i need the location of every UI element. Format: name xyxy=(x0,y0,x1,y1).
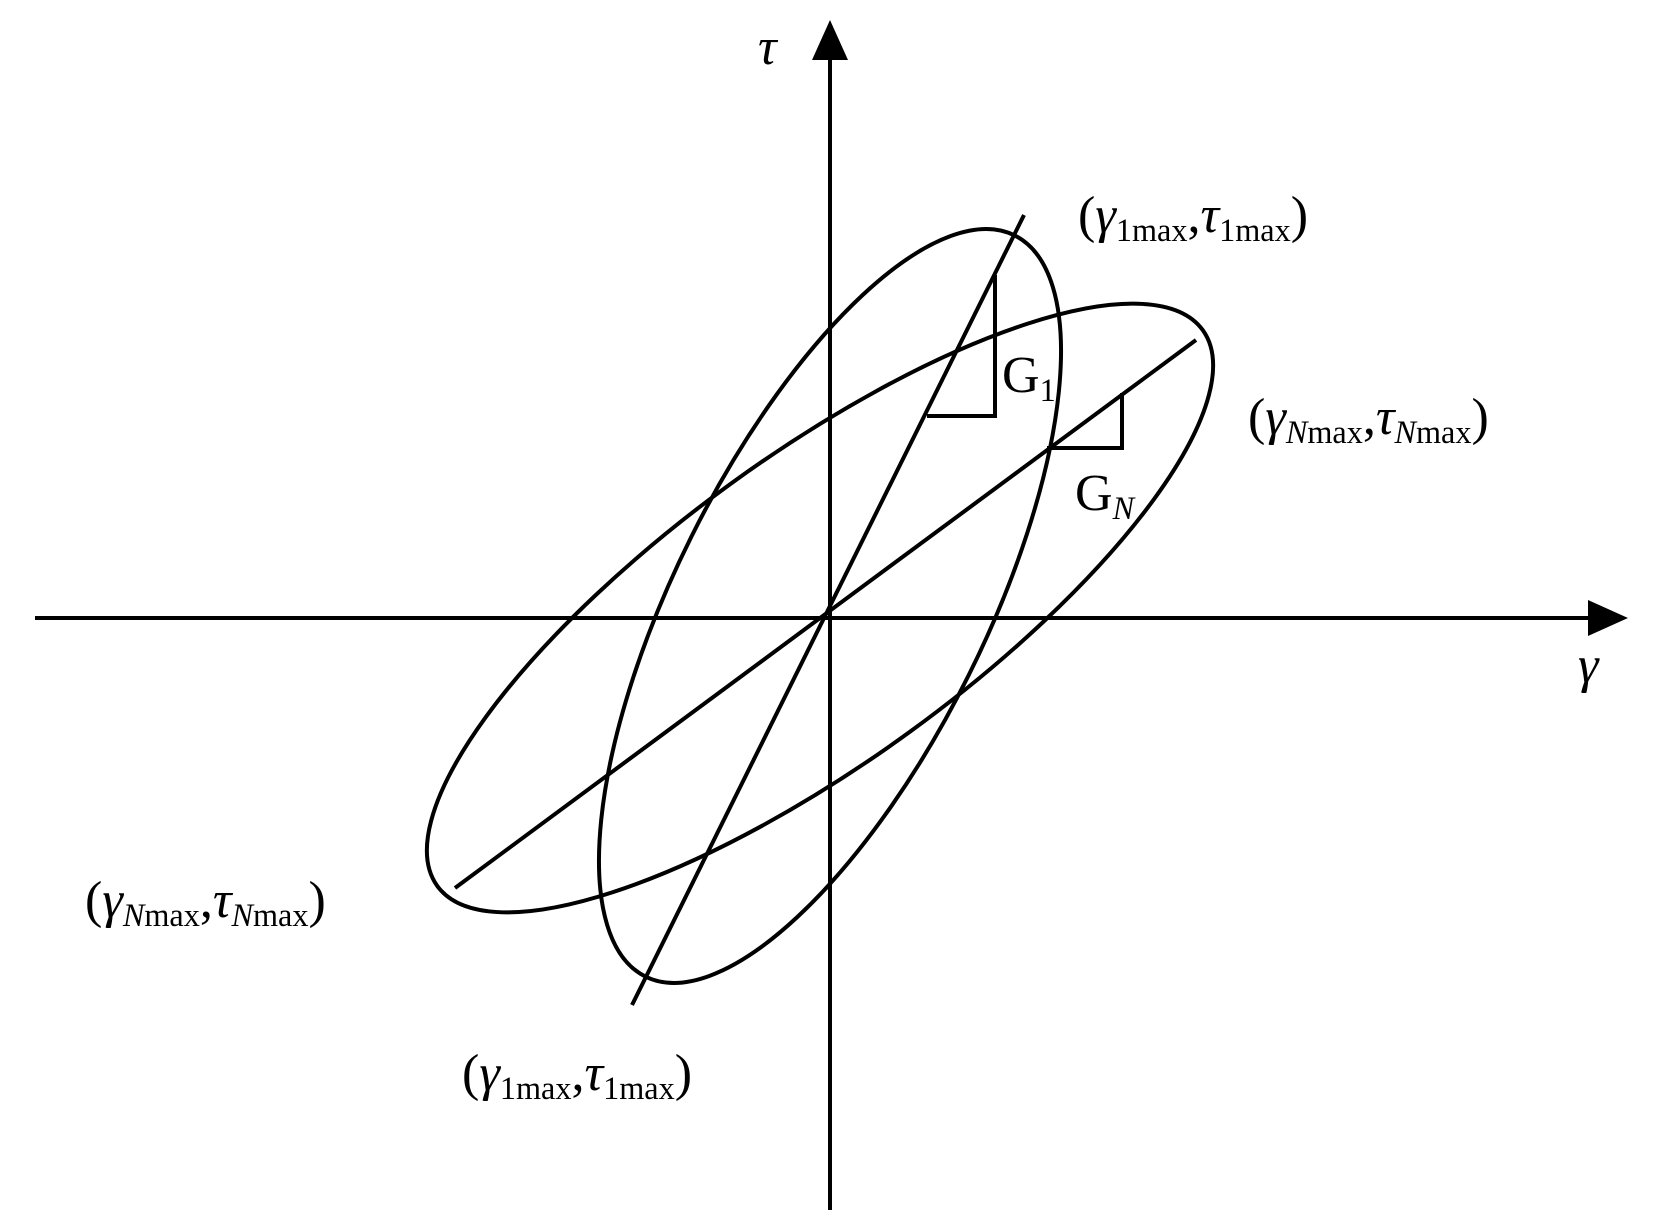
slope-triangle-gn xyxy=(1047,393,1124,450)
label-gn: GN xyxy=(1075,465,1135,527)
label-g1: G1 xyxy=(1002,347,1056,409)
hysteresis-loop-nth-cycle xyxy=(424,301,1216,915)
label-point-nth-cycle-lower: (γNmax,τNmax) xyxy=(85,872,326,934)
secant-line-nth-cycle xyxy=(453,338,1198,890)
label-point-first-cycle-lower: (γ1max,τ1max) xyxy=(462,1045,693,1107)
label-point-first-cycle-upper: (γ1max,τ1max) xyxy=(1078,187,1309,249)
y-axis-label: τ xyxy=(758,19,777,76)
x-axis-label: γ xyxy=(1578,637,1599,694)
label-point-nth-cycle-upper: (γNmax,τNmax) xyxy=(1248,389,1489,451)
y-axis-arrowhead xyxy=(812,20,848,60)
x-axis-arrowhead xyxy=(1588,600,1628,636)
slope-triangle-g1 xyxy=(927,275,997,418)
